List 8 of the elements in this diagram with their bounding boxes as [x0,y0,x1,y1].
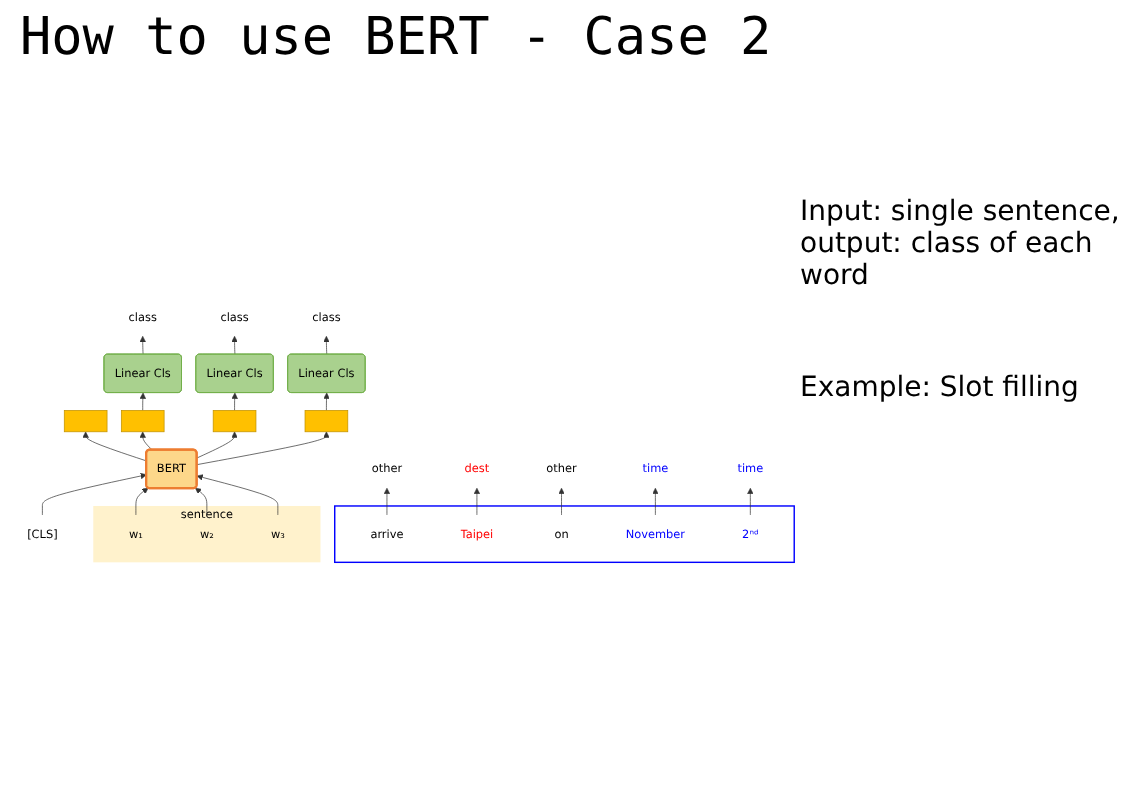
node-bar [304,411,349,434]
node-bar [120,411,165,434]
cluster [334,506,795,564]
node-bar [212,411,257,434]
note-text: Example: Slot filling [800,372,1081,404]
note-text: Input: single sentence, output: class of each word [800,196,1122,292]
node-bar [63,411,108,434]
title: How to use BERT - Case 2 [20,8,772,68]
